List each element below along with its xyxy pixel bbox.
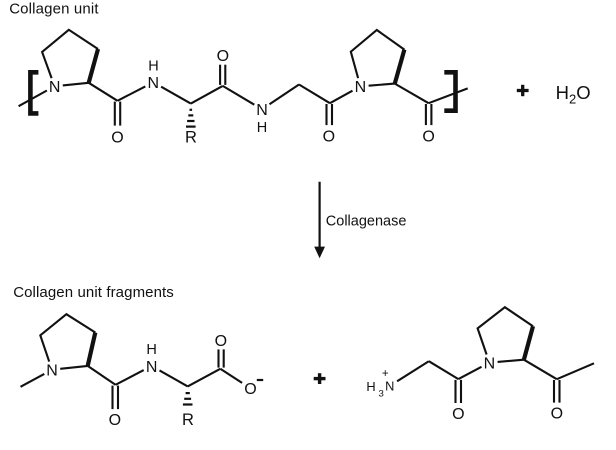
svg-text:O: O bbox=[452, 406, 464, 423]
svg-text:N: N bbox=[46, 363, 58, 380]
svg-text:N: N bbox=[484, 355, 496, 372]
svg-text:O: O bbox=[422, 128, 434, 145]
svg-text:O: O bbox=[323, 129, 335, 146]
svg-text:Collagen unit fragments: Collagen unit fragments bbox=[13, 284, 174, 301]
svg-text:H: H bbox=[366, 379, 375, 394]
svg-text:R: R bbox=[182, 411, 194, 429]
svg-text:O: O bbox=[217, 48, 229, 65]
svg-text:O: O bbox=[111, 129, 123, 146]
svg-text:N: N bbox=[256, 102, 268, 119]
svg-text:O: O bbox=[109, 412, 121, 429]
svg-text:N: N bbox=[355, 79, 367, 96]
svg-text:N: N bbox=[385, 379, 394, 394]
svg-text:Collagen unit: Collagen unit bbox=[9, 1, 99, 18]
svg-text:Collagenase: Collagenase bbox=[326, 213, 407, 229]
svg-text:+: + bbox=[382, 368, 389, 380]
svg-text:O: O bbox=[244, 381, 256, 398]
svg-text:O: O bbox=[215, 333, 227, 350]
svg-text:N: N bbox=[148, 75, 160, 92]
svg-text:N: N bbox=[49, 79, 61, 96]
svg-text:3: 3 bbox=[379, 389, 384, 400]
svg-text:N: N bbox=[146, 359, 158, 376]
svg-text:O: O bbox=[551, 405, 563, 422]
svg-text:H: H bbox=[148, 58, 158, 74]
svg-text:H: H bbox=[146, 342, 156, 358]
svg-text:R: R bbox=[185, 128, 197, 146]
svg-text:H: H bbox=[257, 120, 267, 136]
